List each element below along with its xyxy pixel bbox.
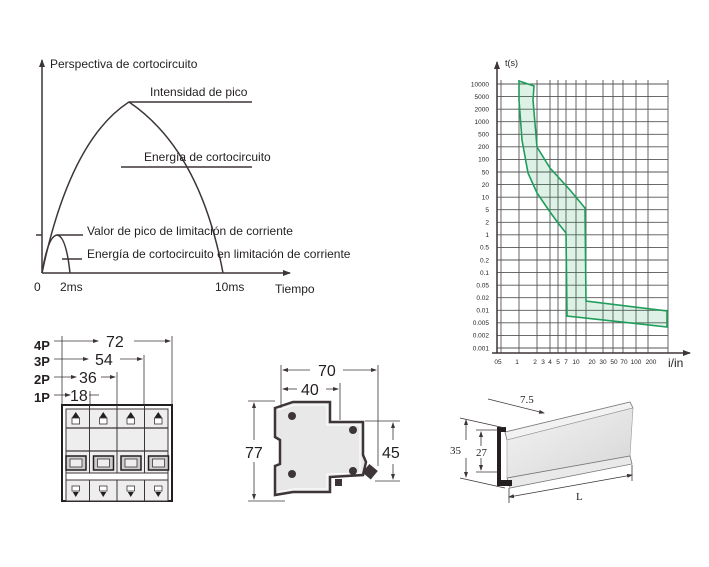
x-tick-label: 2 — [533, 359, 537, 366]
terminal-arrow-up-icon — [99, 412, 108, 418]
dim-2p: 36 — [79, 370, 97, 387]
dim-27: 27 — [476, 447, 488, 459]
dim-3p: 54 — [95, 352, 113, 369]
chart-title: Perspectiva de cortocircuito — [50, 57, 198, 71]
terminal-arrow-up-icon — [71, 412, 80, 418]
y-tick-label: 2000 — [475, 106, 490, 113]
short-circuit-diagram: Perspectiva de cortocircuito Intensidad … — [34, 57, 351, 296]
y-axis-label: t(s) — [505, 58, 518, 68]
x-label-2ms: 2ms — [60, 280, 83, 294]
y-tick-label: 0.5 — [480, 245, 489, 252]
terminal-arrow-down-icon — [72, 492, 79, 497]
terminal-arrow-down-icon — [100, 492, 107, 497]
front-view-dimensions: 4P 3P 2P 1P 72 54 36 18 — [34, 334, 173, 502]
y-tick-label: 500 — [478, 132, 489, 139]
dim-front-height: 45 — [382, 445, 400, 462]
dim-length: L — [576, 491, 583, 503]
y-tick-label: 0.02 — [476, 295, 489, 302]
x-tick-label: 1 — [515, 359, 519, 366]
y-tick-label: 0.2 — [480, 257, 489, 264]
rail-profile — [497, 427, 512, 486]
label-1p: 1P — [34, 390, 50, 405]
x-label-10ms: 10ms — [215, 280, 244, 294]
x-tick-label: 4 — [548, 359, 552, 366]
y-tick-label: 5000 — [475, 94, 490, 101]
x-tick-label: 7 — [564, 359, 568, 366]
side-view-dimensions: 70 40 77 45 — [245, 363, 400, 502]
tripping-band — [518, 79, 668, 328]
y-tick-label: 1 — [485, 232, 489, 239]
y-tick-label: 1000 — [475, 119, 490, 126]
y-tick-label: 20 — [482, 182, 490, 189]
dim-height: 77 — [245, 445, 263, 462]
peak-label: Intensidad de pico — [150, 85, 248, 99]
y-tick-label: 0.05 — [476, 282, 489, 289]
x-tick-label: 200 — [646, 359, 657, 366]
label-3p: 3P — [34, 354, 50, 369]
x-tick-label: 50 — [610, 359, 618, 366]
dim-4p: 72 — [106, 334, 124, 351]
label-4p: 4P — [34, 338, 50, 353]
x-tick-label: 5 — [556, 359, 560, 366]
y-tick-label: 200 — [478, 144, 489, 151]
breaker-front — [61, 404, 173, 502]
x-tick-label: 05 — [494, 359, 502, 366]
y-tick-labels: 10000 5000 2000 1000 500 200 100 50 20 10 5 2 1 0.5 0.… — [471, 81, 489, 352]
terminal-arrow-up-icon — [126, 412, 135, 418]
x-tick-label: 70 — [620, 359, 628, 366]
dim-7-5: 7.5 — [520, 394, 534, 406]
y-tick-label: 10 — [482, 194, 490, 201]
dim-depth-total: 70 — [318, 363, 336, 380]
y-tick-label: 0.001 — [473, 345, 490, 352]
dim-35: 35 — [450, 445, 462, 457]
x-tick-label: 30 — [599, 359, 607, 366]
y-tick-label: 100 — [478, 157, 489, 164]
x-axis-label: i/in — [668, 356, 683, 370]
terminal-arrow-down-icon — [127, 492, 134, 497]
y-tick-label: 10000 — [471, 81, 489, 88]
limited-energy-label: Energía de cortocircuito en limitación d… — [87, 247, 351, 261]
y-tick-label: 50 — [482, 169, 490, 176]
label-2p: 2P — [34, 372, 50, 387]
x-label-0: 0 — [34, 280, 41, 294]
dim-1p: 18 — [70, 388, 88, 405]
trip-curve-chart: 100005000200010005002001005020105210.50.… — [471, 58, 691, 370]
din-rail-diagram: 35 27 7.5 L — [450, 394, 634, 503]
x-tick-label: 20 — [588, 359, 596, 366]
y-tick-label: 2 — [485, 220, 489, 227]
y-tick-label: 0.002 — [473, 333, 490, 340]
x-tick-label: 10 — [572, 359, 580, 366]
terminal-arrow-up-icon — [154, 412, 163, 418]
x-tick-label: 3 — [541, 359, 545, 366]
x-axis-label: Tiempo — [275, 282, 315, 296]
y-tick-label: 0.1 — [480, 270, 489, 277]
horizontal-gridlines — [497, 83, 668, 349]
x-tick-label: 100 — [631, 359, 642, 366]
dim-depth-front: 40 — [301, 382, 319, 399]
y-tick-label: 5 — [485, 207, 489, 214]
limited-current-curve — [41, 234, 71, 274]
energy-label: Energía de cortocircuito — [144, 150, 271, 164]
limited-peak-label: Valor de pico de limitación de corriente — [87, 224, 293, 238]
vertical-gridlines — [500, 80, 669, 353]
terminal-arrow-down-icon — [155, 492, 162, 497]
y-tick-label: 0.005 — [473, 320, 490, 327]
y-tick-label: 0.01 — [476, 308, 489, 315]
